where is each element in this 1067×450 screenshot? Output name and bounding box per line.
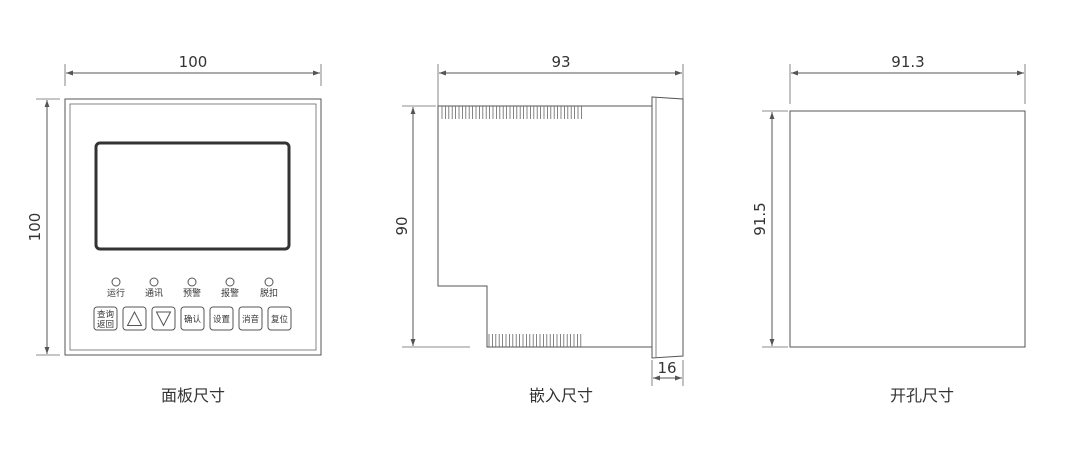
indicator-label-alarm: 报警 <box>221 287 239 299</box>
cutout-height-label: 91.5 <box>751 202 769 235</box>
panel-inner-outline <box>69 103 317 351</box>
indicator-label-run: 运行 <box>107 287 125 299</box>
embed-view: 93 90 16 嵌入尺寸 <box>393 53 684 405</box>
indicator-led-prewarn <box>187 277 197 287</box>
indicator-label-trip: 脱扣 <box>260 287 278 299</box>
indicator-led-trip <box>264 277 274 287</box>
reset-key[interactable]: 复位 <box>267 306 292 331</box>
mute-key-label: 消音 <box>242 314 260 325</box>
settings-key-label: 设置 <box>213 314 231 325</box>
back-key-label: 返回 <box>97 319 114 330</box>
panel-caption: 面板尺寸 <box>161 386 225 405</box>
embed-width-label: 93 <box>551 53 570 71</box>
indicator-label-prewarn: 预警 <box>183 287 201 299</box>
query-back-key[interactable]: 查询 返回 <box>93 306 118 331</box>
cutout-outline <box>789 110 1026 348</box>
embed-body-outline <box>437 105 653 348</box>
lcd-screen <box>94 141 291 251</box>
keypad: 查询 返回 确认 设置 消音 <box>93 306 292 331</box>
indicator-led-alarm <box>225 277 235 287</box>
confirm-key-label: 确认 <box>184 314 202 325</box>
indicator-row: 运行 通讯 预警 报警 脱扣 <box>107 277 278 299</box>
up-triangle-icon <box>126 310 143 326</box>
embed-height-label: 90 <box>393 216 411 235</box>
mute-key[interactable]: 消音 <box>238 306 263 331</box>
panel-outline <box>64 98 322 356</box>
cutout-view: 91.3 91.5 开孔尺寸 <box>751 53 1026 405</box>
confirm-key[interactable]: 确认 <box>180 306 205 331</box>
embed-front-bezel <box>651 96 684 359</box>
settings-key[interactable]: 设置 <box>209 306 234 331</box>
panel-view: 100 100 运行 通讯 预警 报警 脱扣 查询 <box>26 53 322 405</box>
reset-key-label: 复位 <box>271 314 289 325</box>
cutout-width-label: 91.3 <box>891 53 924 71</box>
indicator-led-comm <box>149 277 159 287</box>
up-key[interactable] <box>122 306 147 331</box>
indicator-label-comm: 通讯 <box>145 288 163 299</box>
embed-depth-label: 16 <box>657 359 676 377</box>
down-key[interactable] <box>151 306 176 331</box>
vent-slots-bottom <box>488 334 582 347</box>
panel-height-label: 100 <box>26 213 44 242</box>
indicator-led-run <box>111 277 121 287</box>
panel-width-label: 100 <box>179 53 208 71</box>
vent-slots-top <box>441 106 582 119</box>
query-key-label: 查询 <box>97 309 114 320</box>
embed-caption: 嵌入尺寸 <box>529 386 593 405</box>
cutout-caption: 开孔尺寸 <box>890 386 954 405</box>
down-triangle-icon <box>155 311 172 327</box>
